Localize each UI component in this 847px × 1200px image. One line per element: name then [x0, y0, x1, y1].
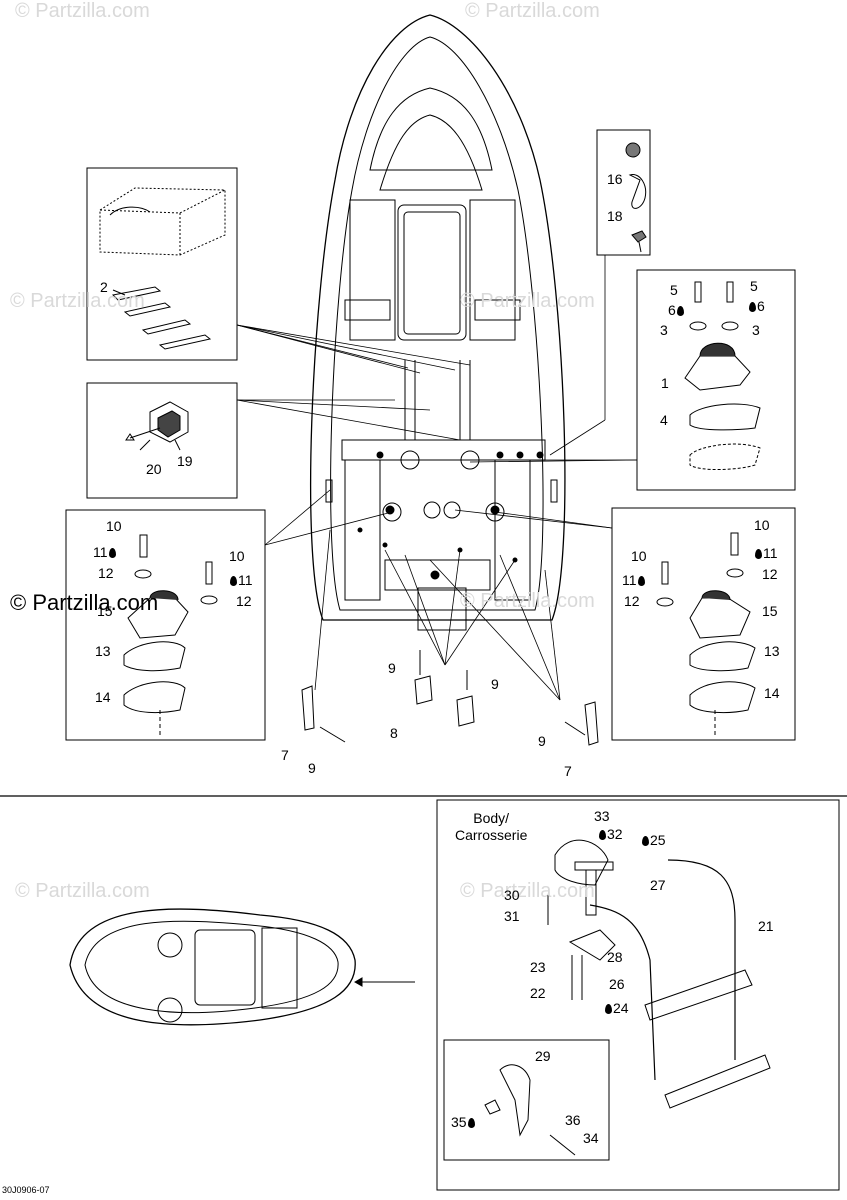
callout: 10 [631, 548, 647, 564]
callout: 3 [752, 322, 760, 338]
watermark: © Partzilla.com [460, 880, 595, 902]
callout: 36 [565, 1112, 581, 1128]
callout: 25 [650, 832, 666, 848]
callout: 18 [607, 208, 623, 224]
callout: 3 [660, 322, 668, 338]
droplet-icon [108, 548, 116, 558]
callout: 10 [754, 517, 770, 533]
callout: 27 [650, 877, 666, 893]
callout: 19 [177, 453, 193, 469]
watermark: © Partzilla.com [465, 0, 600, 22]
right-pylon-detail-box [611, 507, 796, 741]
droplet-icon [755, 549, 762, 559]
watermark: © Partzilla.com [10, 290, 145, 312]
callout: 11 [763, 545, 778, 561]
callout: 6 [757, 298, 765, 314]
callout: 22 [530, 985, 546, 1001]
ladder-detail-box [436, 799, 840, 1191]
droplet-icon [230, 576, 237, 586]
callout: 7 [281, 747, 289, 763]
body-label-fr: Carrosserie [455, 827, 528, 843]
left-pylon-detail-box [65, 509, 266, 741]
callout: 26 [609, 976, 625, 992]
bumper-detail-box [86, 382, 238, 499]
callout: 13 [95, 643, 111, 659]
callout: 8 [390, 725, 398, 741]
callout: 12 [624, 593, 640, 609]
boat-hull-top-view [309, 14, 566, 631]
drawing-code: 30J0906-07 [2, 1185, 50, 1195]
callout: 12 [236, 593, 252, 609]
callout: 6 [668, 302, 676, 318]
callout: 35 [451, 1114, 467, 1130]
callout: 7 [564, 763, 572, 779]
callout: 12 [98, 565, 114, 581]
watermark: © Partzilla.com [460, 290, 595, 312]
callout: 28 [607, 949, 623, 965]
watermark-dark: © Partzilla.com [10, 590, 159, 615]
callout: 2 [100, 279, 108, 295]
watermark: © Partzilla.com [460, 590, 595, 612]
callout: 9 [388, 660, 396, 676]
callout: 24 [613, 1000, 629, 1016]
watermark: © Partzilla.com [15, 0, 150, 22]
droplet-icon [637, 576, 645, 586]
callout: 5 [670, 282, 678, 298]
callout: 12 [762, 566, 778, 582]
callout: 11 [622, 572, 637, 588]
callout: 13 [764, 643, 780, 659]
foam-pad-detail-box [86, 167, 238, 361]
boat-overview [69, 908, 415, 1026]
cleat-detail-box [636, 269, 796, 491]
callout: 11 [238, 572, 253, 588]
droplet-icon [605, 1004, 612, 1014]
callout: 33 [594, 808, 610, 824]
callout: 11 [93, 544, 108, 560]
callout: 9 [308, 760, 316, 776]
leader-lines [236, 255, 638, 701]
droplet-icon [676, 306, 684, 316]
callout: 9 [538, 733, 546, 749]
callout: 9 [491, 676, 499, 692]
callout: 31 [504, 908, 520, 924]
callout: 15 [97, 603, 113, 619]
callout: 30 [504, 887, 520, 903]
bracket-parts [301, 650, 599, 746]
callout: 21 [758, 918, 774, 934]
callout: 20 [146, 461, 162, 477]
callout: 34 [583, 1130, 599, 1146]
callout: 1 [661, 375, 669, 391]
callout: 10 [106, 518, 122, 534]
callout: 4 [660, 412, 668, 428]
callout: 10 [229, 548, 245, 564]
droplet-icon [749, 302, 756, 312]
callout: 15 [762, 603, 778, 619]
callout: 23 [530, 959, 546, 975]
watermark: © Partzilla.com [15, 880, 150, 902]
callout: 5 [750, 278, 758, 294]
body-label: Body/ [473, 810, 510, 826]
callout: 14 [764, 685, 780, 701]
droplet-icon [642, 836, 649, 846]
fastener-detail-box [596, 129, 651, 256]
callout: 14 [95, 689, 111, 705]
droplet-icon [467, 1118, 475, 1128]
callout: 32 [607, 826, 623, 842]
droplet-icon [599, 830, 606, 840]
callout: 16 [607, 171, 623, 187]
callout: 29 [535, 1048, 551, 1064]
